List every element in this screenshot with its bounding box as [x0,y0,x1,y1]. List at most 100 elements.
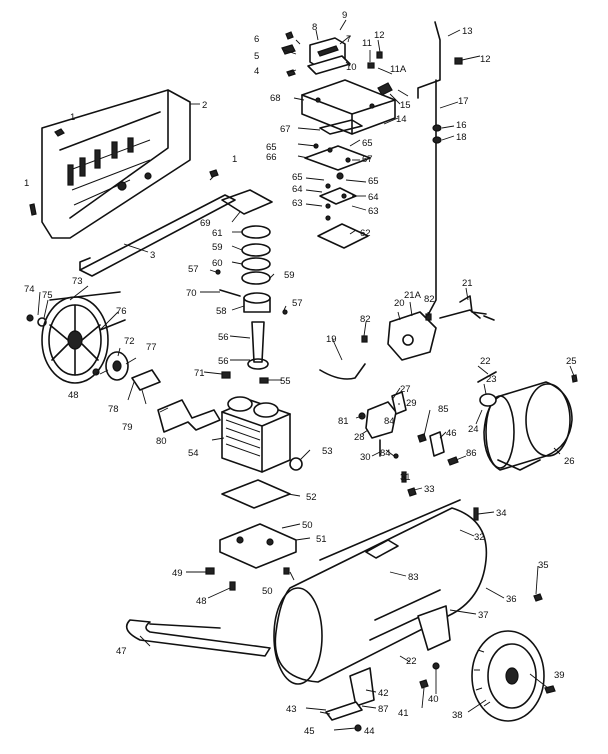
label-41: 41 [398,708,409,719]
label-78: 78 [108,404,119,415]
label-31: 31 [400,472,411,483]
label-45: 45 [304,726,315,737]
bolt-1b [29,203,37,216]
label-39: 39 [554,670,565,681]
label-65a: 65 [266,142,277,153]
label-71: 71 [194,368,205,379]
label-40: 40 [428,694,439,705]
label-85: 85 [438,404,449,415]
label-32: 32 [474,532,485,543]
label-68: 68 [270,93,281,104]
label-46: 46 [446,428,457,439]
label-29: 29 [406,398,417,409]
label-3: 3 [150,250,155,261]
label-86: 86 [466,448,477,459]
label-1c: 1 [232,154,237,165]
label-51: 51 [316,534,327,545]
label-87: 87 [378,704,389,715]
label-48b: 48 [196,596,207,607]
nut-50b [283,567,290,575]
ring-59b [241,271,271,285]
label-63b: 63 [368,206,379,217]
label-64b: 64 [368,192,379,203]
label-77: 77 [146,342,157,353]
label-56b: 56 [218,356,229,367]
part-labels: 1 1 1 2 3 4 5 6 7 8 9 10 11 11A 12 12 13… [24,10,577,737]
label-20: 20 [394,298,405,309]
label-64a: 64 [292,184,303,195]
label-8: 8 [312,22,317,33]
label-28: 28 [354,432,365,443]
label-50b: 50 [262,586,273,597]
fitting-82b [425,313,432,321]
foot-42 [325,701,363,721]
label-11a: 11A [390,64,407,75]
tube-19 [319,363,366,380]
tube-17 [419,79,437,331]
label-26: 26 [564,456,575,467]
belt-guard [41,89,191,239]
label-62: 62 [360,228,371,239]
cord-21 [439,309,481,319]
label-73: 73 [72,276,83,287]
screw-25 [571,374,578,383]
bracket-3 [79,194,236,277]
label-33: 33 [424,484,435,495]
wheel [471,630,545,722]
label-15: 15 [400,100,411,111]
label-6: 6 [254,34,259,45]
nut-6 [285,31,294,40]
label-38: 38 [452,710,463,721]
label-76: 76 [116,306,127,317]
label-82b: 82 [424,294,435,305]
reed-valve-63 [319,187,357,205]
label-23: 23 [486,374,497,385]
air-tank [273,499,488,685]
gasket-52 [221,479,291,509]
leader-lines [37,19,575,731]
bolt-48b [229,581,236,591]
label-17: 17 [458,96,469,107]
handle-rail [149,623,221,629]
fitting-12a [376,51,383,59]
label-65d: 65 [368,176,379,187]
label-18: 18 [456,132,467,143]
label-55: 55 [280,376,291,387]
label-22a: 22 [480,356,491,367]
label-74: 74 [24,284,35,295]
label-84a: 84 [384,416,395,427]
label-36: 36 [506,594,517,605]
nut-5 [281,44,296,55]
label-54: 54 [188,448,199,459]
crankcase [221,396,291,473]
connecting-rod [251,321,265,363]
bolt-55 [259,377,269,384]
label-69: 69 [200,218,211,229]
fitting-86 [447,456,459,466]
label-49: 49 [172,568,183,579]
label-1a: 1 [70,112,75,123]
label-57b: 57 [292,298,303,309]
valve-29 [391,391,407,415]
nut-4 [286,69,296,77]
label-19: 19 [326,334,337,345]
bolt-71 [221,371,231,379]
label-37: 37 [478,610,489,621]
label-16: 16 [456,120,467,131]
fitting-85 [417,433,427,443]
label-80: 80 [156,436,167,447]
label-1b: 1 [24,178,29,189]
flywheel [41,296,109,384]
label-52: 52 [306,492,317,503]
label-63a: 63 [292,198,303,209]
nut-18 [432,136,442,144]
label-42: 42 [378,688,389,699]
label-59b: 59 [284,270,295,281]
label-21a: 21A [404,290,422,301]
label-65c: 65 [292,172,303,183]
label-44: 44 [364,726,375,737]
fitting-33 [407,487,417,497]
manifold [365,401,397,439]
label-12a: 12 [374,30,385,41]
